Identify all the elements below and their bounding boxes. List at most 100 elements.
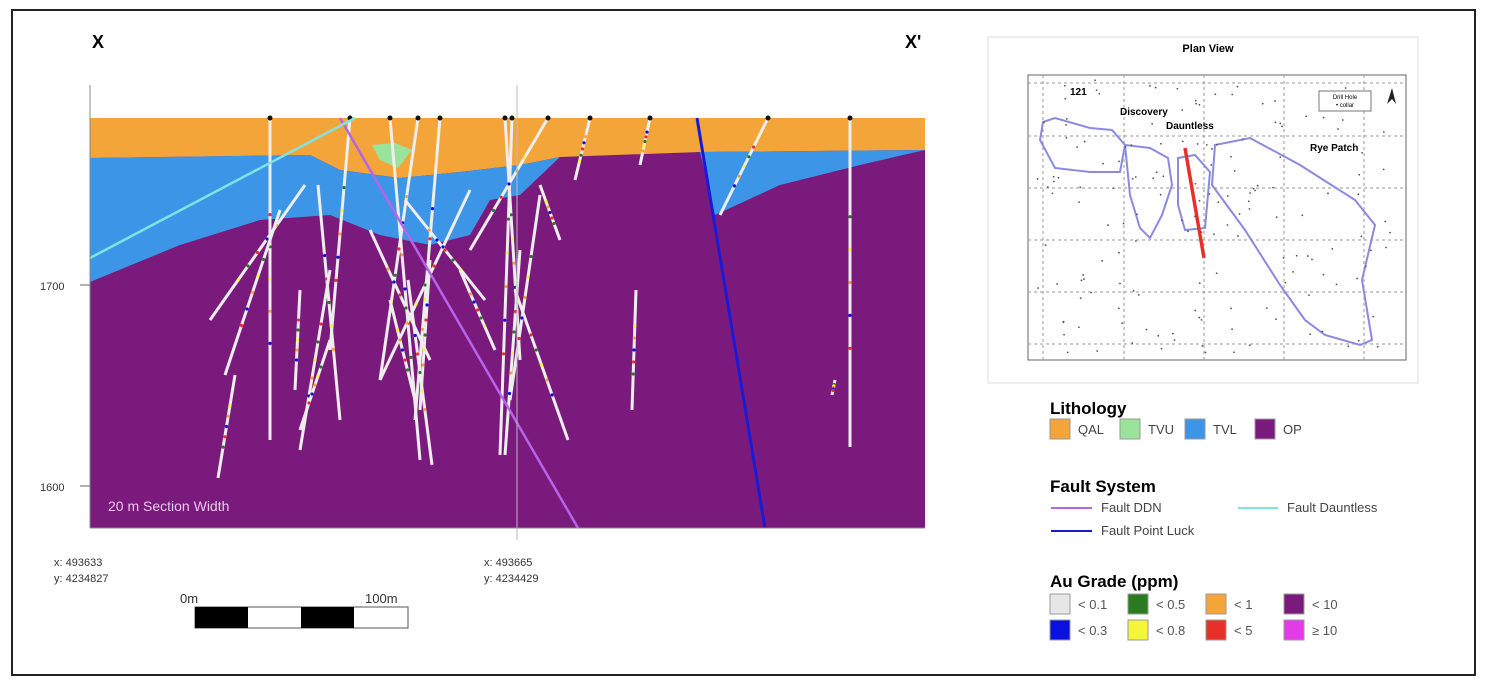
au-grade-sample <box>226 414 230 418</box>
au-grade-sample <box>534 348 538 352</box>
plan-drill-collar <box>1295 254 1298 257</box>
plan-legend-title: Drill Hole <box>1333 95 1358 101</box>
plan-drill-collar <box>1065 136 1068 139</box>
au-grade-legend-item: < 0.1 <box>1049 593 1107 615</box>
au-grade-sample <box>256 274 260 278</box>
plan-drill-collar <box>1347 345 1350 348</box>
au-grade-sample <box>223 435 227 439</box>
au-grade-sample <box>268 213 272 217</box>
au-grade-sample <box>319 365 323 369</box>
plan-drill-collar <box>1248 344 1251 347</box>
au-grade-sample <box>336 255 340 259</box>
au-grade-sample <box>296 318 301 322</box>
plan-drill-collar <box>1274 121 1277 124</box>
au-grade-sample <box>268 277 272 281</box>
scale-start-label: 0m <box>180 591 198 606</box>
plan-drill-collar <box>1155 171 1158 174</box>
lithology-legend-tvu: TVU <box>1119 418 1174 440</box>
au-grade-sample <box>316 340 320 344</box>
au-grade-sample <box>310 376 314 380</box>
au-grade-sample <box>510 350 515 355</box>
au-grade-sample <box>423 333 427 337</box>
drill-collar <box>387 115 393 121</box>
plan-drill-collar <box>1382 168 1385 171</box>
plan-drill-collar <box>1173 339 1176 342</box>
plan-drill-collar <box>1376 345 1379 348</box>
plan-drill-collar <box>1062 321 1065 324</box>
fault-ddn <box>338 117 580 529</box>
plan-drill-collar <box>1241 138 1244 141</box>
au-grade-legend-item: < 0.3 <box>1049 619 1107 641</box>
plan-drill-collar <box>1308 294 1310 297</box>
au-grade-sample <box>395 328 400 332</box>
au-grade-sample <box>424 318 428 322</box>
au-grade-sample <box>479 316 483 320</box>
plan-view-map: Drill Hole • collar Plan View 121 Discov… <box>987 36 1419 384</box>
au-grade-sample <box>435 238 439 242</box>
section-start-label: X <box>92 32 104 52</box>
au-grade-sample <box>848 346 852 350</box>
au-grade-sample <box>340 209 344 213</box>
au-grade-sample <box>418 370 422 375</box>
plan-drill-collar <box>1248 208 1251 210</box>
plan-drill-collar <box>1051 192 1054 195</box>
au-grade-sample <box>520 316 524 320</box>
au-grade-sample <box>507 182 511 186</box>
plan-drill-collar <box>1078 326 1080 329</box>
au-grade-sample <box>250 290 255 295</box>
au-grade-sample <box>633 324 637 328</box>
plan-drill-collar <box>1341 119 1344 121</box>
plan-drill-collar <box>1331 248 1334 250</box>
au-grade-sample <box>512 330 516 334</box>
plan-drill-collar <box>1102 162 1104 165</box>
au-grade-sample <box>420 389 424 393</box>
plan-drill-collar <box>1389 231 1391 234</box>
plan-drill-collar <box>1094 79 1096 82</box>
plan-drill-collar <box>1176 87 1179 90</box>
au-grade-sample <box>441 245 445 249</box>
au-grade-sample <box>631 372 635 376</box>
fault-legend-title: Fault System <box>1050 477 1156 496</box>
au-grade-sample <box>342 186 346 190</box>
au-grade-sample <box>403 287 407 291</box>
au-grade-sample <box>268 309 272 313</box>
au-grade-sample <box>427 228 431 232</box>
au-grade-sample <box>404 306 408 310</box>
plan-drill-collar <box>1137 293 1140 296</box>
au-grade-sample <box>548 210 552 215</box>
au-grade-label: < 0.8 <box>1156 623 1185 638</box>
au-grade-sample <box>645 130 649 134</box>
lithology-tvl-left <box>90 155 560 282</box>
plan-drill-collar <box>1301 214 1304 217</box>
drill-collar <box>267 115 273 121</box>
plan-drill-collar <box>1119 282 1121 285</box>
plan-drill-collar <box>1247 200 1250 203</box>
plan-drill-collar <box>1275 318 1277 321</box>
plan-drill-collar <box>1236 85 1239 88</box>
plan-drill-collar <box>1261 102 1264 105</box>
plan-drill-collar <box>1130 144 1133 146</box>
au-grade-sample <box>409 355 413 359</box>
plan-drill-collar <box>1205 144 1208 146</box>
au-grade-sample <box>641 149 645 153</box>
plan-drill-collar <box>1200 231 1203 234</box>
plan-drill-collar <box>1046 186 1049 188</box>
drill-collar <box>509 115 515 121</box>
au-grade-sample <box>338 232 342 236</box>
cross-section <box>80 85 925 540</box>
plan-drill-collar <box>1159 193 1162 196</box>
plan-drill-collar <box>1292 270 1294 273</box>
au-grade-sample <box>550 216 554 220</box>
au-grade-sample <box>221 445 225 449</box>
plan-drill-collar <box>1134 176 1137 178</box>
plan-drill-collar <box>1356 277 1358 280</box>
plan-drill-collar <box>1052 175 1055 178</box>
au-grade-sample <box>420 327 425 331</box>
au-grade-sample <box>329 324 333 328</box>
au-grade-sample <box>503 318 507 322</box>
au-grade-sample <box>423 407 427 412</box>
plan-drill-collar <box>1080 279 1083 282</box>
plan-drill-collar <box>1131 342 1134 344</box>
au-grade-label: < 0.1 <box>1078 597 1107 612</box>
zone-121-outline <box>1038 116 1127 173</box>
